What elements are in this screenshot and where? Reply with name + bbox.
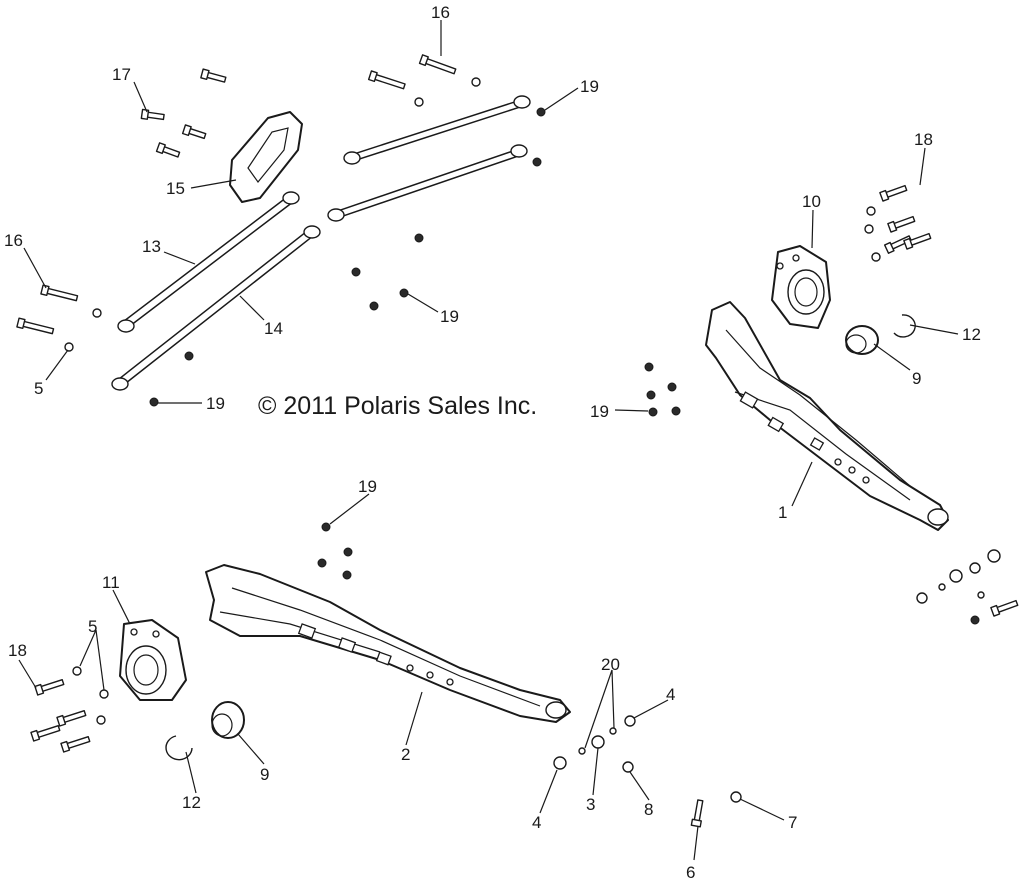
callout-19-c: 19 [206, 394, 225, 413]
callout-10: 10 [802, 192, 821, 211]
callout-19-e: 19 [358, 477, 377, 496]
tie-rod-upper [343, 95, 531, 165]
callout-12-right: 12 [962, 325, 981, 344]
control-arm-13 [117, 191, 300, 333]
callout-13: 13 [142, 237, 161, 256]
callout-3: 3 [586, 795, 595, 814]
snap-ring-12-left [165, 735, 193, 761]
callout-8: 8 [644, 800, 653, 819]
callout-7: 7 [788, 813, 797, 832]
callout-labels: 16 19 17 15 16 13 14 19 5 19 19 18 10 12… [4, 3, 981, 882]
callout-4-left: 4 [532, 813, 541, 832]
callout-4-right: 4 [666, 685, 675, 704]
copyright-notice: © 2011 Polaris Sales Inc. [258, 392, 537, 420]
callout-5-top: 5 [34, 379, 43, 398]
callout-17: 17 [112, 65, 131, 84]
control-arm-14 [111, 225, 321, 391]
nut-and-washer-parts [64, 77, 1001, 803]
callout-5-bottom: 5 [88, 617, 97, 636]
snap-ring-12-right [893, 314, 916, 338]
callout-18-left: 18 [8, 641, 27, 660]
callout-2: 2 [401, 745, 410, 764]
callout-18-right: 18 [914, 130, 933, 149]
callout-1: 1 [778, 503, 787, 522]
trailing-arm-2 [205, 564, 571, 723]
tie-rod-lower [327, 144, 528, 222]
callout-16-left: 16 [4, 231, 23, 250]
callout-11: 11 [102, 573, 120, 592]
callout-19-a: 19 [580, 77, 599, 96]
callout-19-d: 19 [590, 402, 609, 421]
callout-20: 20 [601, 655, 620, 674]
wheel-bearing-9-right [845, 325, 879, 355]
callout-16-top: 16 [431, 3, 450, 22]
callout-9-right: 9 [912, 369, 921, 388]
bearing-housing-10 [771, 245, 831, 329]
callout-15: 15 [166, 179, 185, 198]
bracket-15 [229, 111, 303, 203]
trailing-arm-1 [705, 301, 949, 531]
callout-6: 6 [686, 863, 695, 882]
callout-9-left: 9 [260, 765, 269, 784]
bolt-parts [16, 54, 1019, 828]
callout-14: 14 [264, 319, 283, 338]
bearing-housing-11 [119, 619, 187, 701]
callout-19-b: 19 [440, 307, 459, 326]
leader-lines [18, 20, 959, 861]
callout-12-left: 12 [182, 793, 201, 812]
wheel-bearing-9-left [211, 701, 245, 739]
